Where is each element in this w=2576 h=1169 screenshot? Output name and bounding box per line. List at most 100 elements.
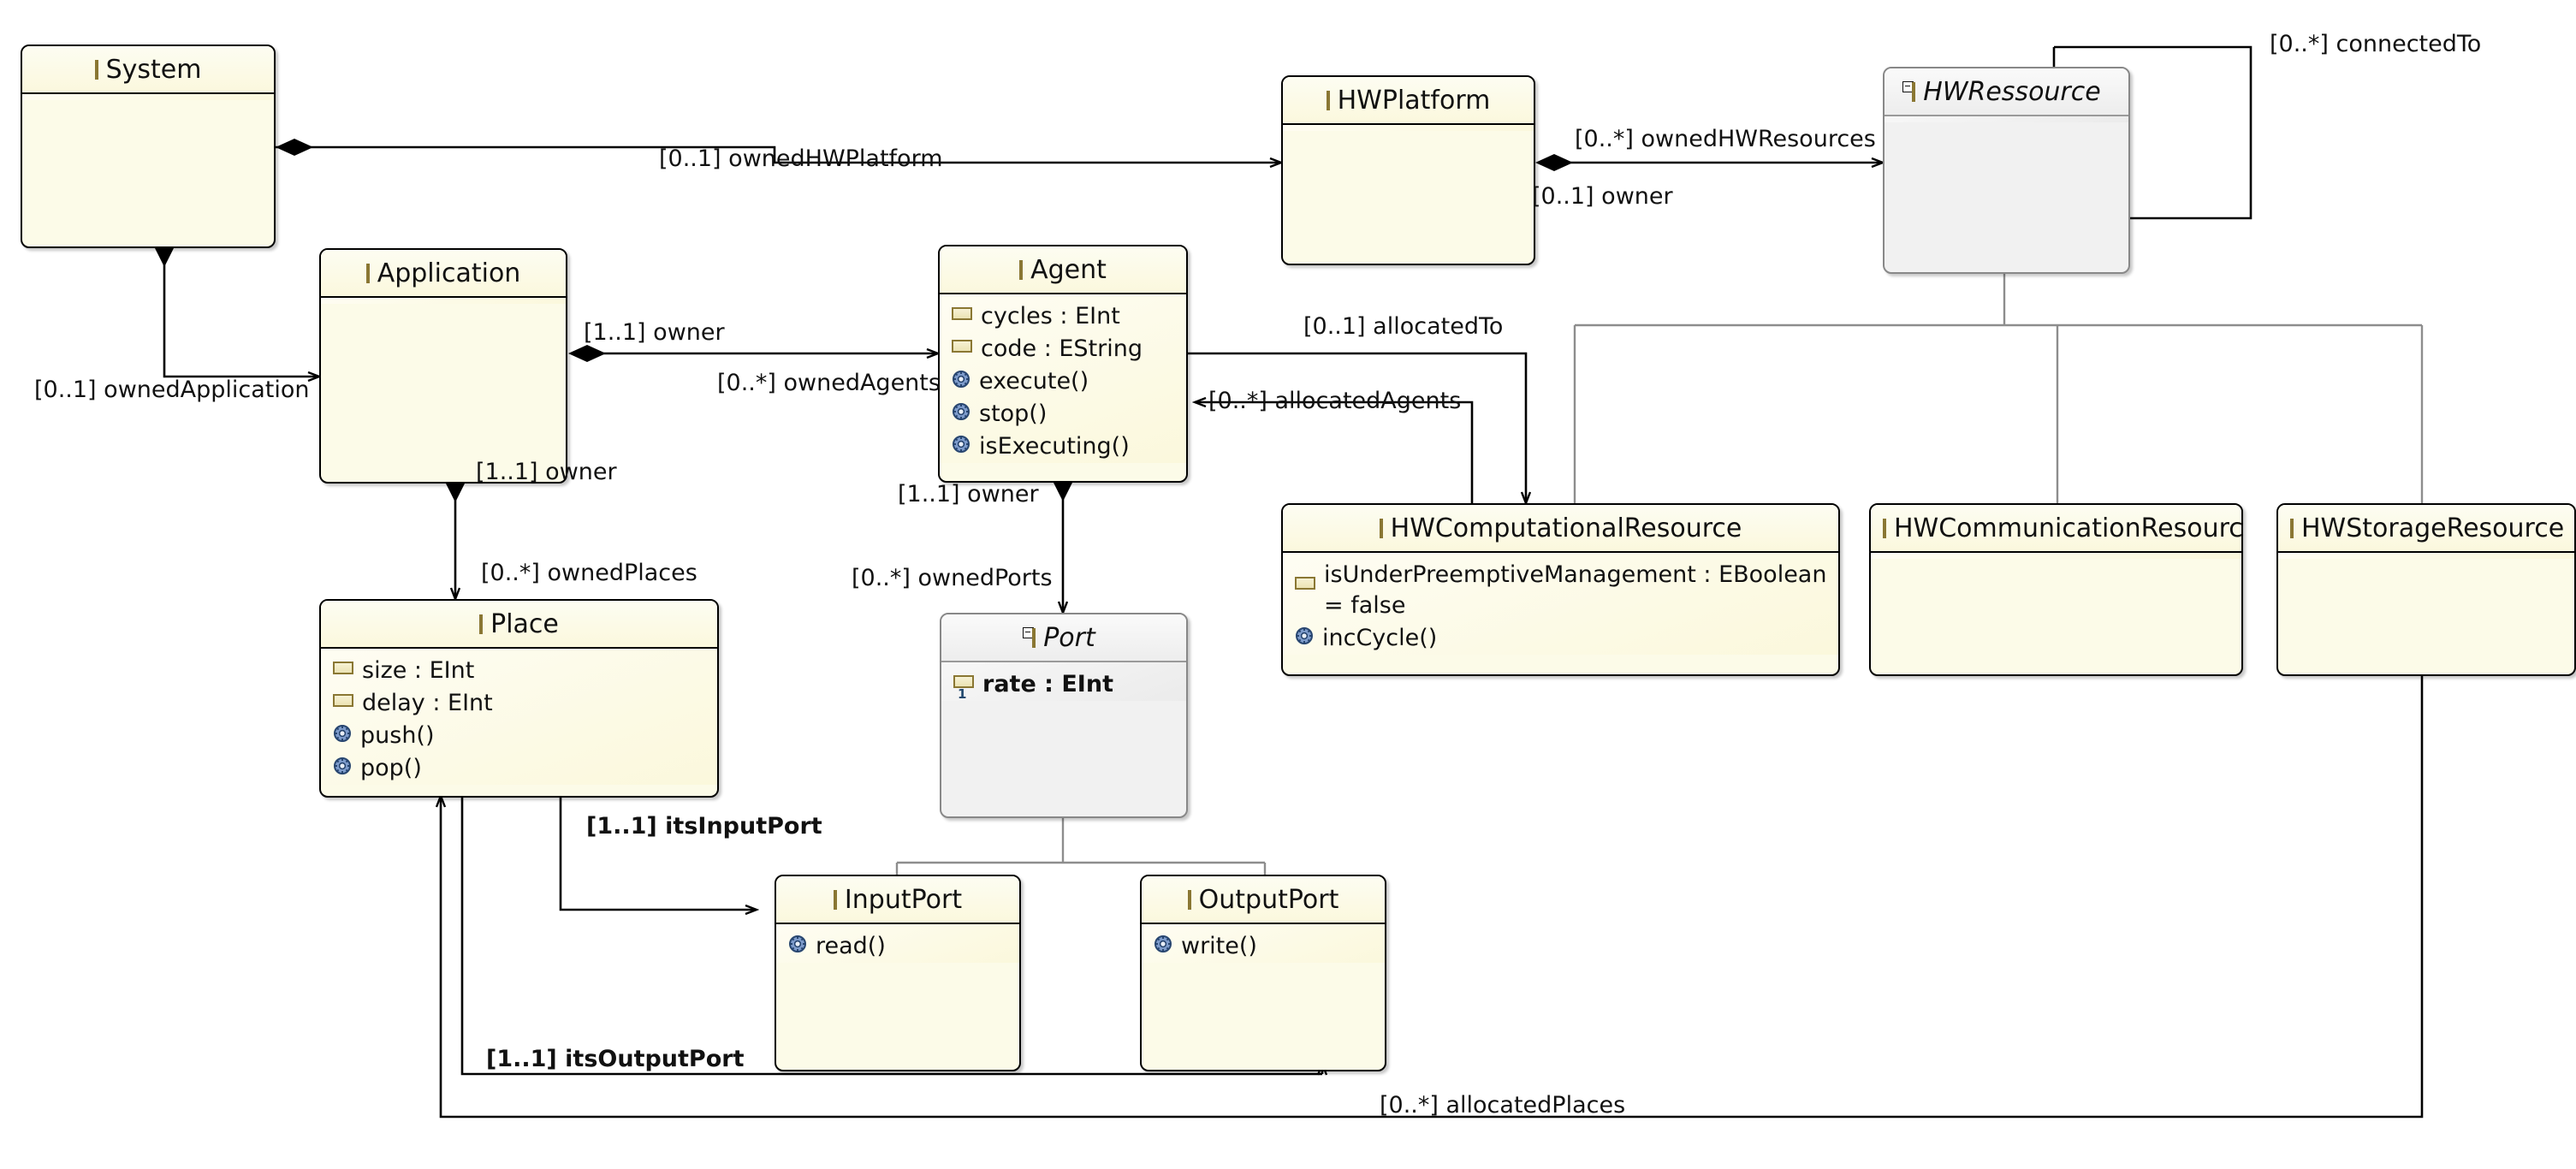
- eclass-icon: [1019, 259, 1024, 280]
- class-operation: incCycle(): [1283, 622, 1838, 655]
- operation-icon: [333, 757, 352, 775]
- class-attribute: code : EString: [940, 333, 1186, 365]
- class-attribute: 1 rate : EInt: [941, 668, 1186, 701]
- class-body: size : EInt delay : EInt push() pop(): [321, 649, 717, 785]
- class-attribute: size : EInt: [321, 655, 717, 687]
- class-name: HWPlatform: [1337, 85, 1491, 116]
- class-box-place[interactable]: Place size : EInt delay : EInt push(): [319, 599, 719, 798]
- attribute-icon: [952, 307, 972, 320]
- attribute-default: = false: [1324, 591, 1406, 619]
- eclass-icon: [2290, 518, 2294, 538]
- class-name: OutputPort: [1198, 884, 1339, 915]
- edge-label-itsInputPort: [1..1] itsInputPort: [586, 813, 822, 840]
- eclass-icon: [1883, 518, 1886, 538]
- edge-label-place-owner: [1..1] owner: [476, 459, 617, 485]
- edge-label-application-owner: [1..1] owner: [584, 319, 725, 346]
- class-box-application[interactable]: Application: [319, 248, 567, 484]
- class-body: [1885, 116, 2128, 122]
- class-box-inputport[interactable]: InputPort read(): [775, 875, 1021, 1071]
- class-box-outputport[interactable]: OutputPort write(): [1140, 875, 1386, 1071]
- class-operation: pop(): [321, 752, 717, 785]
- class-title-bar: HWRessource: [1885, 68, 2128, 116]
- class-body: [1871, 553, 2241, 559]
- attribute-icon: [333, 662, 353, 674]
- class-operation: write(): [1142, 930, 1385, 963]
- edge-label-ownedApplication: [0..1] ownedApplication: [34, 377, 310, 403]
- edge-label-ownedHWResources: [0..*] ownedHWResources: [1575, 126, 1876, 152]
- class-operation: execute(): [940, 365, 1186, 398]
- class-title-bar: Place: [321, 601, 717, 649]
- class-title-bar: OutputPort: [1142, 876, 1385, 924]
- edge-label-allocatedPlaces: [0..*] allocatedPlaces: [1380, 1092, 1626, 1119]
- operation-icon: [333, 724, 352, 743]
- class-box-hwcommunicationresource[interactable]: HWCommunicationResource: [1869, 503, 2243, 676]
- class-title-bar: Application: [321, 250, 566, 298]
- class-name: Agent: [1030, 254, 1107, 285]
- class-name: Port: [1043, 622, 1095, 653]
- edge-label-ownedPlaces: [0..*] ownedPlaces: [481, 560, 697, 586]
- class-title-bar: Port: [941, 614, 1186, 662]
- operation-icon: [952, 370, 970, 389]
- class-body: cycles : EInt code : EString execute() s…: [940, 294, 1186, 463]
- eclass-abstract-icon: [1902, 80, 1916, 102]
- class-name: HWRessource: [1923, 76, 2101, 107]
- class-body: 1 rate : EInt: [941, 662, 1186, 701]
- class-name: InputPort: [844, 884, 963, 915]
- edge-label-itsOutputPort: [1..1] itsOutputPort: [486, 1046, 745, 1072]
- class-box-agent[interactable]: Agent cycles : EInt code : EString execu…: [938, 245, 1188, 483]
- class-name: Place: [490, 608, 559, 639]
- eclass-icon: [479, 614, 484, 634]
- edge-label-port-owner: [1..1] owner: [898, 481, 1039, 507]
- class-title-bar: Agent: [940, 246, 1186, 294]
- class-body: [2278, 553, 2574, 559]
- class-title-bar: HWStorageResource: [2278, 505, 2574, 553]
- class-box-hwplatform[interactable]: HWPlatform: [1281, 75, 1535, 265]
- edge-label-ownedAgents: [0..*] ownedAgents: [717, 370, 938, 396]
- eclass-icon: [1326, 90, 1330, 110]
- edge-allocatedTo: [1188, 352, 1526, 503]
- diamond-ownedAgents: [568, 345, 606, 362]
- edge-label-ownedHWPlatform: [0..1] ownedHWPlatform: [659, 145, 943, 172]
- class-name: Application: [377, 258, 521, 288]
- class-operation: read(): [776, 930, 1019, 963]
- eclass-icon: [1187, 889, 1191, 910]
- class-box-hwressource[interactable]: HWRessource: [1883, 67, 2130, 274]
- class-body: [22, 94, 274, 100]
- class-operation: push(): [321, 720, 717, 752]
- class-name: HWCommunicationResource: [1894, 513, 2243, 543]
- multiplicity-badge: 1: [958, 686, 967, 702]
- operation-icon: [1295, 626, 1314, 645]
- class-title-bar: HWCommunicationResource: [1871, 505, 2241, 553]
- edge-ownedApplication: [163, 248, 319, 377]
- class-title-bar: InputPort: [776, 876, 1019, 924]
- class-body: [1283, 125, 1534, 131]
- edge-label-allocatedTo: [0..1] allocatedTo: [1303, 313, 1504, 340]
- diamond-ownedHWResources: [1535, 154, 1573, 171]
- eclass-icon: [94, 59, 98, 80]
- class-body: write(): [1142, 924, 1385, 963]
- operation-icon: [952, 402, 970, 421]
- class-operation: stop(): [940, 398, 1186, 430]
- operation-icon: [1154, 935, 1172, 953]
- class-box-hwstorageresource[interactable]: HWStorageResource: [2276, 503, 2576, 676]
- class-title-bar: System: [22, 46, 274, 94]
- edge-label-hwplatform-owner: [0..1] owner: [1532, 183, 1673, 210]
- class-box-hwcomputationalresource[interactable]: HWComputationalResource isUnderPreemptiv…: [1281, 503, 1840, 676]
- class-attribute: delay : EInt: [321, 687, 717, 720]
- attribute-icon: [1295, 577, 1315, 590]
- eclass-icon: [833, 889, 837, 910]
- class-name: HWComputationalResource: [1390, 513, 1742, 543]
- class-box-port[interactable]: Port 1 rate : EInt: [940, 613, 1188, 818]
- class-title-bar: HWPlatform: [1283, 77, 1534, 125]
- class-body: [321, 298, 566, 304]
- class-attribute: isUnderPreemptiveManagement : EBoolean =…: [1283, 559, 1838, 622]
- eclass-icon: [1379, 518, 1383, 538]
- operation-icon: [788, 935, 807, 953]
- edge-label-allocatedAgents: [0..*] allocatedAgents: [1208, 388, 1462, 414]
- class-body: read(): [776, 924, 1019, 963]
- class-box-system[interactable]: System: [21, 45, 276, 248]
- edge-label-ownedPorts: [0..*] ownedPorts: [852, 565, 1053, 591]
- class-attribute: cycles : EInt: [940, 300, 1186, 333]
- eclass-icon: [365, 263, 370, 283]
